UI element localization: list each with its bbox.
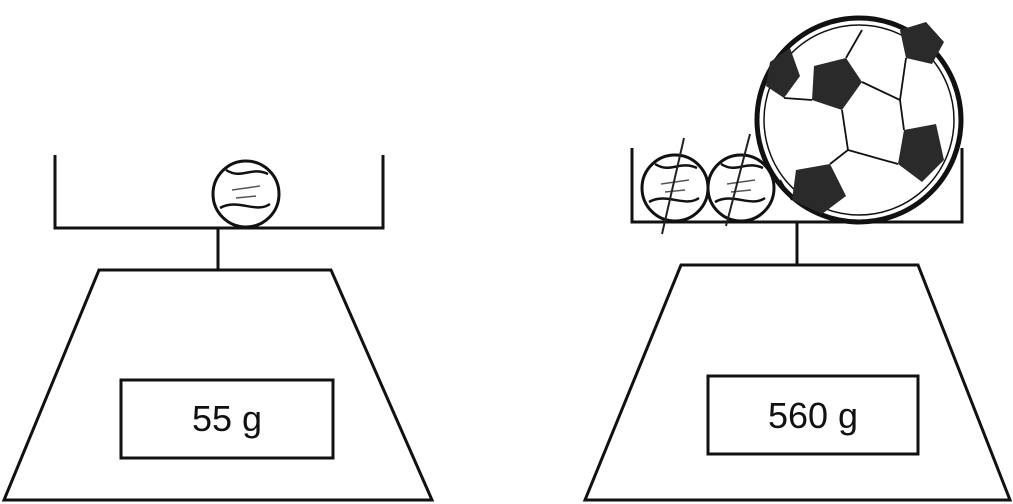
- soccer-ball: [757, 18, 961, 222]
- tennis-ball: [642, 155, 708, 221]
- right-scale-reading: 560 g: [768, 395, 858, 436]
- left-scale-reading: 55 g: [192, 398, 262, 439]
- right-scale: 560 g: [585, 18, 1010, 500]
- tennis-ball: [213, 161, 279, 227]
- left-scale: 55 g: [4, 155, 432, 500]
